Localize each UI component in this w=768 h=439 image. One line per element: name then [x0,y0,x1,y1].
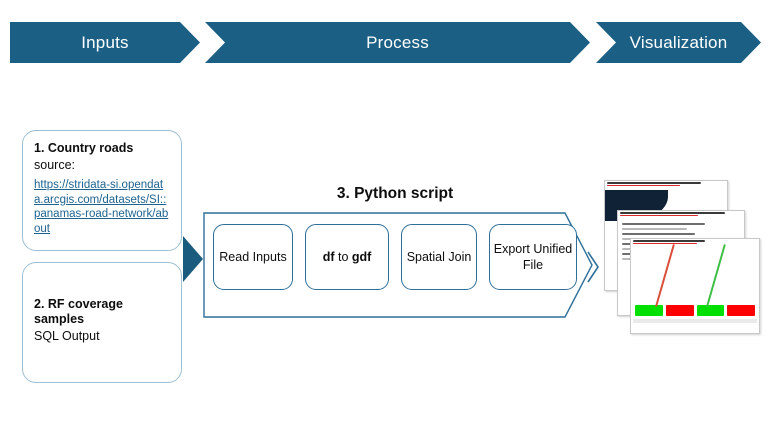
stage-banner: Inputs Process Visualization [0,22,768,63]
input-card-rf-coverage[interactable]: 2. RF coverage samples SQL Output [22,262,182,383]
input-card-rf-title: 2. RF coverage samples [34,297,123,326]
input-card-rf-subtitle: SQL Output [34,329,100,343]
thumbnail-3-road-before [655,243,676,307]
dashboard-thumbnail-before-after[interactable] [630,238,760,334]
arrow-inputs-to-process-icon [183,236,203,282]
kpi-bar-3 [696,305,725,316]
banner-stage-visualization[interactable]: Visualization [596,22,761,63]
process-container [203,212,593,318]
input-card-roads-subtitle: source: [34,158,75,172]
input-card-country-roads[interactable]: 1. Country roads source: https://stridat… [22,130,182,251]
process-step-export-unified-file[interactable]: Export Unified File [489,224,577,290]
kpi-bar-1 [635,305,663,316]
process-step-df-to-gdf-label: df to gdf [322,250,372,264]
banner-stage-inputs-label: Inputs [81,32,129,52]
kpi-bar-2 [665,305,694,316]
thumbnail-1-subtitle-line [607,184,681,187]
banner-stage-visualization-label: Visualization [629,32,728,52]
thumbnail-2-subtitle-line [620,214,699,217]
kpi-bar-4 [727,305,755,316]
process-step-spatial-join-label: Spatial Join [406,250,472,264]
thumbnail-1-header [605,181,727,190]
process-step-read-inputs-label: Read Inputs [219,250,287,264]
banner-stage-inputs[interactable]: Inputs [10,22,200,63]
thumbnail-3-kpi-bars [631,302,759,319]
thumbnail-3-title-line [633,240,705,242]
thumbnail-2-header [618,211,744,220]
input-card-roads-link[interactable]: https://stridata-si.opendata.arcgis.com/… [34,179,169,235]
process-heading: 3. Python script [336,185,454,202]
thumbnail-2-title-line [620,212,725,214]
thumbnail-1-title-line [607,182,702,184]
banner-stage-process-label: Process [366,32,429,52]
banner-stage-process[interactable]: Process [205,22,590,63]
thumbnail-3-footer [633,319,757,323]
process-step-read-inputs[interactable]: Read Inputs [213,224,293,290]
thumbnail-3-road-after [706,243,727,307]
process-step-df-to-gdf[interactable]: df to gdf [305,224,389,290]
visualization-thumbnail-stack [604,180,764,334]
input-card-roads-title: 1. Country roads [34,141,134,155]
process-step-spatial-join[interactable]: Spatial Join [401,224,477,290]
thumbnail-3-header [631,239,759,248]
thumbnail-3-map [631,243,759,307]
arrow-process-to-visualization-icon [587,251,599,283]
process-step-export-unified-file-label: Export Unified File [493,242,573,272]
thumbnail-3-subtitle-line [633,242,698,245]
process-container-outline-icon [203,212,593,318]
